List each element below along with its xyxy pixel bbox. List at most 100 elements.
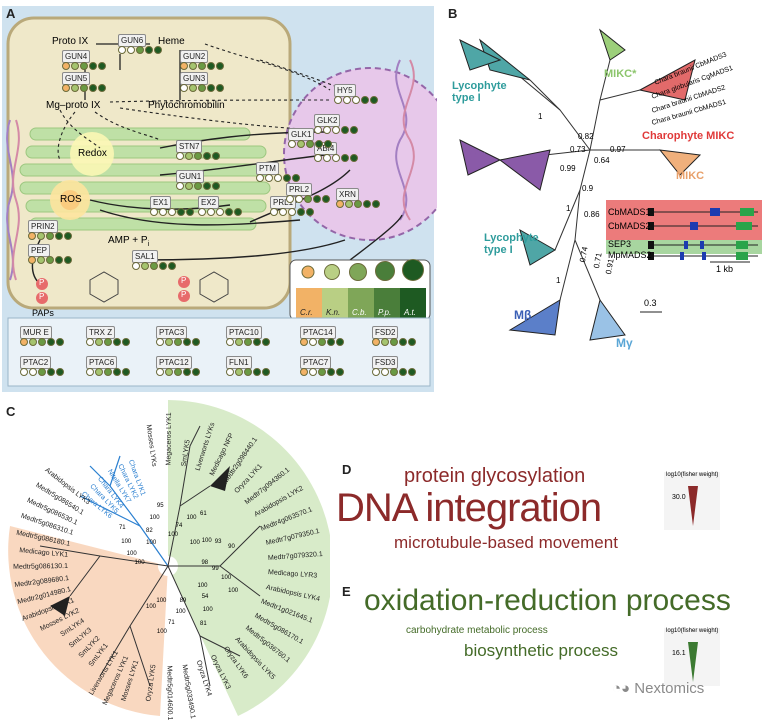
conservation-dot	[216, 62, 224, 70]
conservation-dot-strip	[226, 368, 270, 376]
conservation-dot	[20, 368, 28, 376]
word-carbohydrate: carbohydrate metabolic process	[406, 625, 548, 636]
conservation-dot-strip	[118, 46, 162, 54]
conservation-dot	[235, 338, 243, 346]
word-biosynthetic: biosynthetic process	[464, 641, 619, 660]
conservation-dot-strip	[150, 208, 194, 216]
conservation-dot	[381, 338, 389, 346]
lyk-support-value: 100	[197, 583, 208, 589]
conservation-dot	[350, 154, 358, 162]
legend-d-value: 30.0	[672, 494, 686, 501]
panel-a: A Proto IX Heme Mg–proto IX Phytochromob…	[0, 0, 437, 394]
conservation-dot-strip	[86, 338, 130, 346]
conservation-dot	[198, 208, 206, 216]
conservation-dot	[28, 256, 36, 264]
conservation-dot	[300, 368, 308, 376]
conservation-dot-strip	[86, 368, 130, 376]
conservation-dot	[37, 232, 45, 240]
conservation-dot	[244, 338, 252, 346]
conservation-dot-strip	[226, 338, 270, 346]
conservation-dot	[306, 140, 314, 148]
conservation-dot	[334, 96, 342, 104]
lyk-label-orange: Medtr5g086130.1	[13, 563, 69, 572]
conservation-dot-strip	[270, 208, 314, 216]
conservation-dot	[332, 126, 340, 134]
conservation-dot	[174, 368, 182, 376]
amp-pi-label: AMP + Pi	[108, 235, 150, 248]
lyk-support-value: 81	[200, 621, 207, 628]
lyk-support-value: 71	[168, 620, 175, 626]
conservation-dot	[176, 182, 184, 190]
panel-b-label: B	[448, 6, 458, 21]
lyk-support-value: 95	[156, 502, 164, 509]
lyk-support-value: 100	[228, 587, 239, 594]
conservation-dot	[265, 174, 273, 182]
conservation-dot	[113, 338, 121, 346]
conservation-dot	[37, 256, 45, 264]
conservation-dot	[95, 368, 103, 376]
conservation-dot	[350, 126, 358, 134]
paps-ptac10: PTAC10	[226, 326, 262, 339]
conservation-dot	[336, 338, 344, 346]
conservation-dot	[177, 208, 185, 216]
conservation-dot	[270, 208, 278, 216]
word-protein-glycosylation: protein glycosylation	[404, 465, 586, 487]
conservation-dot-strip	[372, 368, 416, 376]
conservation-dot	[408, 368, 416, 376]
conservation-dot	[361, 96, 369, 104]
phospho-label-3: P	[181, 276, 187, 285]
conservation-dot	[314, 154, 322, 162]
conservation-dot	[323, 154, 331, 162]
lyk-support-value: 100	[156, 629, 167, 636]
conservation-dot	[332, 154, 340, 162]
support-1-c: 1	[538, 112, 543, 121]
conservation-dot	[86, 368, 94, 376]
lyk-support-value: 99	[212, 566, 219, 572]
conservation-dot	[370, 96, 378, 104]
gene-mpmads2: MpMADS2	[608, 250, 652, 260]
conservation-dot	[408, 338, 416, 346]
conservation-dot	[89, 84, 97, 92]
lyk-support-value: 100	[156, 597, 167, 604]
word-oxidation-reduction: oxidation-reduction process	[364, 584, 731, 617]
species-cr: C.r.	[300, 308, 313, 317]
conservation-dot	[104, 338, 112, 346]
conservation-dot	[343, 96, 351, 104]
lyk-support-value: 100	[149, 515, 160, 522]
conservation-dot-strip	[62, 62, 106, 70]
conservation-dot	[235, 368, 243, 376]
conservation-dot	[118, 46, 126, 54]
conservation-dot	[122, 368, 130, 376]
conservation-dot	[55, 232, 63, 240]
conservation-dot	[295, 195, 303, 203]
lyk-support-value: 100	[175, 609, 186, 616]
conservation-dot	[95, 338, 103, 346]
conservation-dot-strip	[288, 140, 332, 148]
conservation-dot	[198, 62, 206, 70]
conservation-dot	[372, 200, 380, 208]
conservation-dot	[256, 174, 264, 182]
conservation-dot	[189, 62, 197, 70]
conservation-dot	[283, 174, 291, 182]
label-malpha: Mα	[468, 148, 486, 162]
conservation-dot	[309, 368, 317, 376]
lyk-support-value: 90	[228, 544, 235, 551]
conservation-dot	[174, 338, 182, 346]
panel-e-label: E	[342, 584, 351, 599]
conservation-dot	[318, 368, 326, 376]
label-charophyte: Charophyte MIKC	[642, 130, 735, 142]
label-lycophyte-i-top: Lycophyte type I	[452, 80, 507, 104]
conservation-dot	[300, 338, 308, 346]
legend-d	[664, 472, 720, 530]
conservation-dot	[279, 208, 287, 216]
label-lycophyte-i-bottom: Lycophyte type I	[484, 232, 539, 256]
support-1-a: 1	[566, 204, 571, 213]
conservation-dot	[185, 152, 193, 160]
box-gun1: GUN1	[176, 170, 205, 183]
panel-b: B Lycophyte type I MIKC* Charophyte MIKC…	[440, 0, 768, 394]
conservation-dot	[234, 208, 242, 216]
conservation-dot	[203, 182, 211, 190]
lyk-support-value: 71	[118, 524, 126, 531]
conservation-dot	[354, 200, 362, 208]
conservation-dot	[323, 126, 331, 134]
